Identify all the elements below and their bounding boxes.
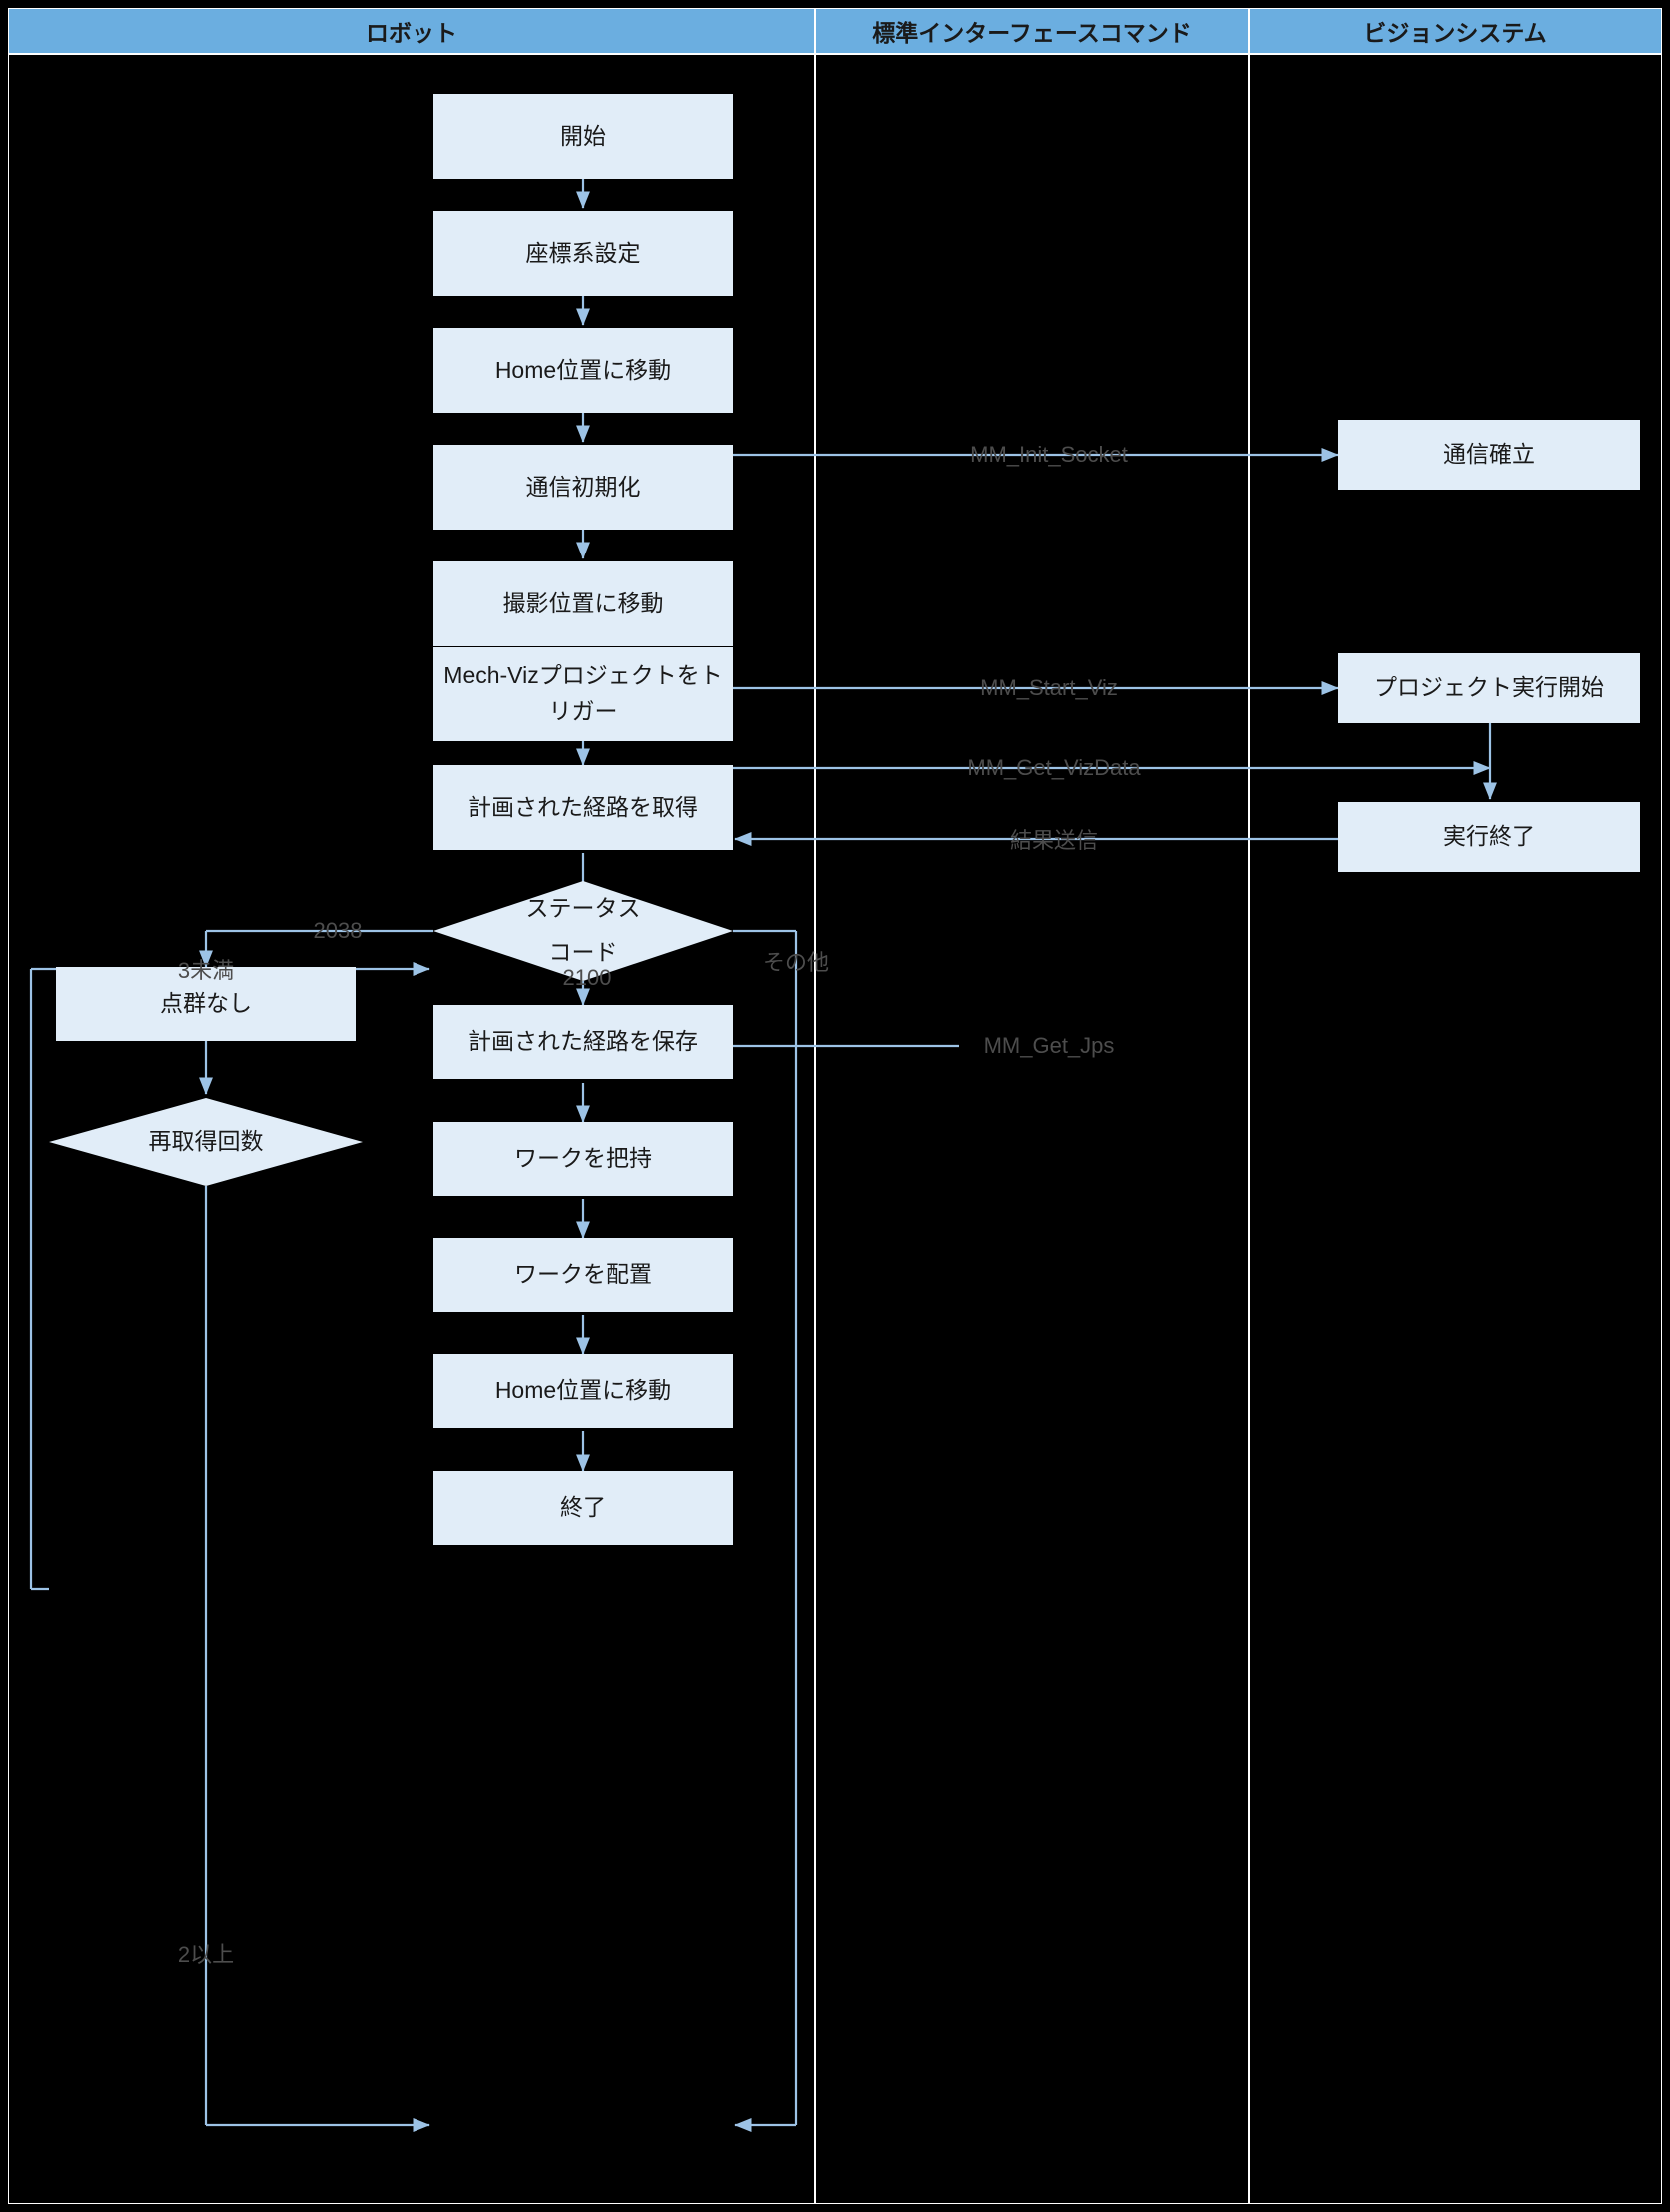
node-execution-finished[interactable]: 実行終了 bbox=[1338, 802, 1640, 872]
edge-label-send-result: 結果送信 bbox=[1010, 823, 1098, 855]
edge-label-send-result-text: 結果送信 bbox=[1009, 828, 1099, 853]
node-pick-workpiece[interactable]: ワークを把持 bbox=[433, 1122, 733, 1196]
edge-label-2038: 2038 bbox=[314, 918, 363, 944]
edge-label-2-or-more-text: 2以上 bbox=[177, 1942, 235, 1967]
node-end-label: 終了 bbox=[560, 1494, 606, 1521]
lane-header-robot-label: ロボット bbox=[366, 20, 457, 46]
node-end[interactable]: 終了 bbox=[433, 1471, 733, 1545]
node-get-planned-path[interactable]: 計画された経路を取得 bbox=[433, 765, 733, 850]
edge-label-2-or-more: 2以上 bbox=[178, 1937, 234, 1969]
node-start-label: 開始 bbox=[560, 122, 606, 149]
node-get-planned-path-label: 計画された経路を取得 bbox=[468, 793, 698, 820]
node-move-capture-position[interactable]: 撮影位置に移動 bbox=[433, 561, 733, 646]
edge-label-2038-text: 2038 bbox=[313, 918, 363, 943]
edge-label-mm-init-socket-text: MM_Init_Socket bbox=[970, 442, 1128, 467]
edge-label-mm-start-viz-text: MM_Start_Viz bbox=[980, 675, 1118, 700]
node-communication-established[interactable]: 通信確立 bbox=[1338, 420, 1640, 490]
edge-label-other: その他 bbox=[763, 945, 829, 977]
edge-label-mm-get-jps: MM_Get_Jps bbox=[984, 1033, 1115, 1059]
edge-label-mm-get-jps-text: MM_Get_Jps bbox=[983, 1033, 1115, 1058]
node-project-execution-start[interactable]: プロジェクト実行開始 bbox=[1338, 653, 1640, 723]
edge-label-2100-text: 2100 bbox=[562, 965, 612, 990]
node-move-capture-position-label: 撮影位置に移動 bbox=[502, 589, 664, 616]
node-execution-finished-label: 実行終了 bbox=[1443, 823, 1535, 850]
node-communication-established-label: 通信確立 bbox=[1443, 441, 1535, 468]
node-save-planned-path-label: 計画された経路を保存 bbox=[468, 1028, 698, 1055]
edge-label-other-text: その他 bbox=[762, 950, 830, 975]
edge-label-less-than-3: 3未満 bbox=[178, 953, 234, 985]
node-start[interactable]: 開始 bbox=[433, 94, 733, 179]
lane-header-interface-label: 標準インターフェースコマンド bbox=[872, 20, 1192, 46]
node-move-home-1[interactable]: Home位置に移動 bbox=[433, 328, 733, 413]
edge-label-2100: 2100 bbox=[563, 965, 612, 991]
node-move-home-2-label: Home位置に移動 bbox=[494, 1377, 672, 1404]
node-set-coordinate-system-label: 座標系設定 bbox=[525, 239, 641, 266]
node-project-execution-start-label: プロジェクト実行開始 bbox=[1374, 674, 1604, 701]
node-no-point-cloud[interactable]: 点群なし bbox=[56, 967, 356, 1041]
lane-body-robot bbox=[8, 54, 815, 2204]
decision-retry-count[interactable]: 再取得回数 bbox=[49, 1098, 363, 1186]
node-move-home-1-label: Home位置に移動 bbox=[494, 356, 672, 383]
edge-label-mm-get-vizdata-text: MM_Get_VizData bbox=[967, 755, 1141, 780]
lane-body-vision bbox=[1249, 54, 1662, 2204]
lane-header-interface: 標準インターフェースコマンド bbox=[815, 8, 1249, 54]
node-pick-workpiece-label: ワークを把持 bbox=[514, 1145, 652, 1172]
lane-body-interface bbox=[815, 54, 1249, 2204]
lane-header-vision-label: ビジョンシステム bbox=[1363, 20, 1547, 46]
node-place-workpiece-label: ワークを配置 bbox=[514, 1261, 652, 1288]
edge-label-less-than-3-text: 3未満 bbox=[177, 958, 235, 983]
node-save-planned-path[interactable]: 計画された経路を保存 bbox=[433, 1005, 733, 1079]
node-init-communication[interactable]: 通信初期化 bbox=[433, 445, 733, 530]
edge-label-mm-get-vizdata: MM_Get_VizData bbox=[967, 755, 1140, 781]
node-init-communication-label: 通信初期化 bbox=[525, 473, 641, 500]
edge-label-mm-start-viz: MM_Start_Viz bbox=[980, 675, 1118, 701]
node-trigger-mechviz-project[interactable]: Mech-Vizプロジェクトをトリガー bbox=[433, 647, 733, 741]
node-move-home-2[interactable]: Home位置に移動 bbox=[433, 1354, 733, 1428]
node-trigger-mechviz-project-label: Mech-Vizプロジェクトをトリガー bbox=[443, 662, 723, 724]
node-set-coordinate-system[interactable]: 座標系設定 bbox=[433, 211, 733, 296]
lane-header-vision: ビジョンシステム bbox=[1249, 8, 1662, 54]
node-no-point-cloud-label: 点群なし bbox=[160, 990, 252, 1017]
node-place-workpiece[interactable]: ワークを配置 bbox=[433, 1238, 733, 1312]
lane-header-robot: ロボット bbox=[8, 8, 815, 54]
edge-label-mm-init-socket: MM_Init_Socket bbox=[970, 442, 1128, 468]
